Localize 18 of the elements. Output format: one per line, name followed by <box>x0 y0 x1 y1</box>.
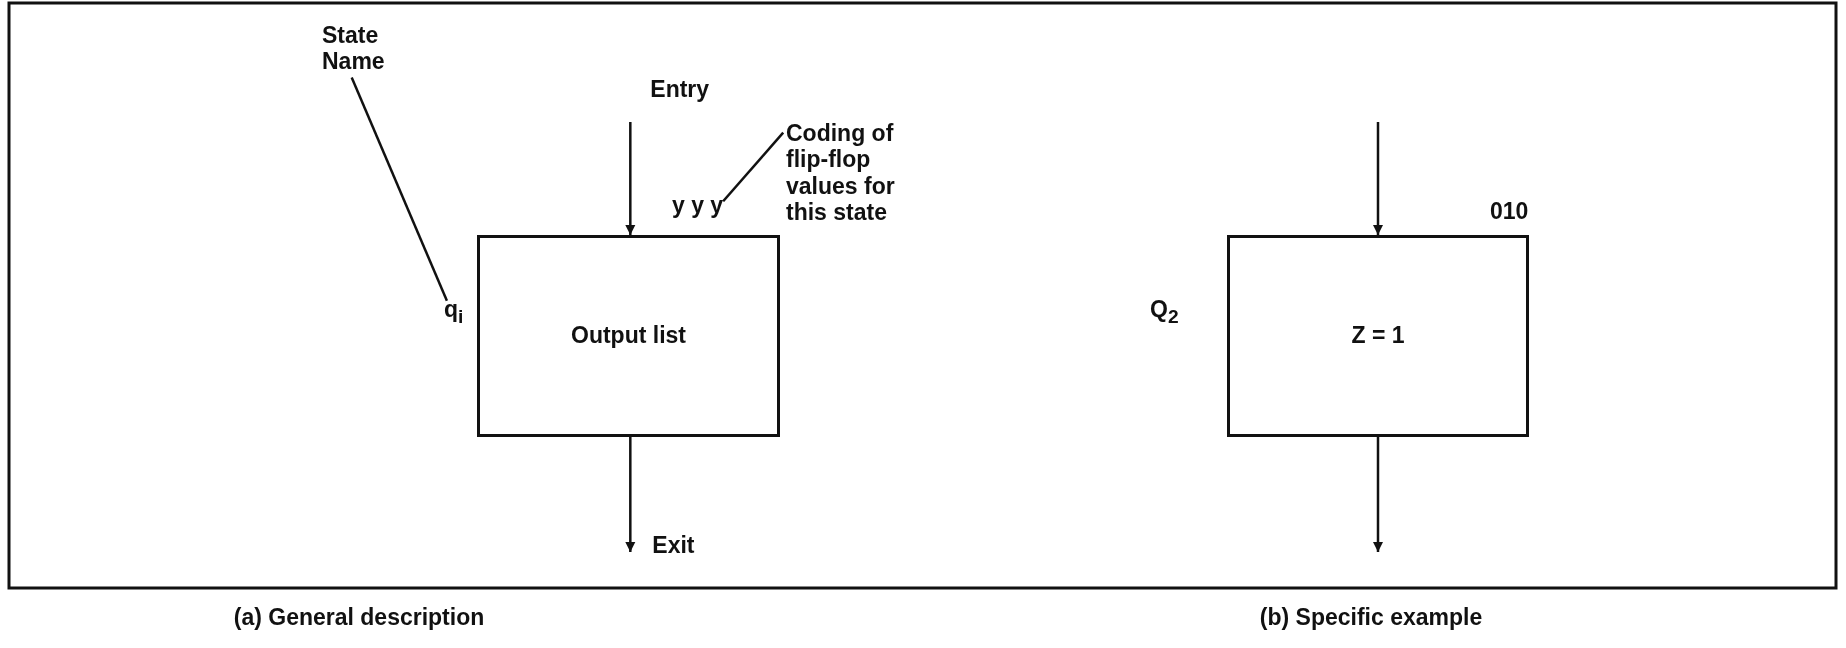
state-code-label: 010 <box>1490 198 1529 225</box>
edge-label: Entry <box>650 76 710 103</box>
arrow <box>1373 437 1383 552</box>
state-symbol-label: q$_{i}$ <box>444 296 464 328</box>
state-symbol-label: Q$_{2}$ <box>1150 296 1179 328</box>
state-name-text: State Name <box>322 22 412 75</box>
edge-label: Exit <box>652 532 695 559</box>
panel-caption: (b) Specific example <box>1259 604 1483 631</box>
leader-line <box>350 77 449 302</box>
state-box: Output list <box>477 235 780 437</box>
arrow <box>1373 122 1383 235</box>
arrow <box>625 122 636 235</box>
annotation-text: Coding of flip-flop values for this state <box>786 120 926 226</box>
arrow <box>625 437 636 552</box>
state-code-label: y y y <box>672 192 724 219</box>
leader-line <box>722 131 785 203</box>
panel-caption: (a) General description <box>233 604 485 631</box>
state-box: Z = 1 <box>1227 235 1529 437</box>
